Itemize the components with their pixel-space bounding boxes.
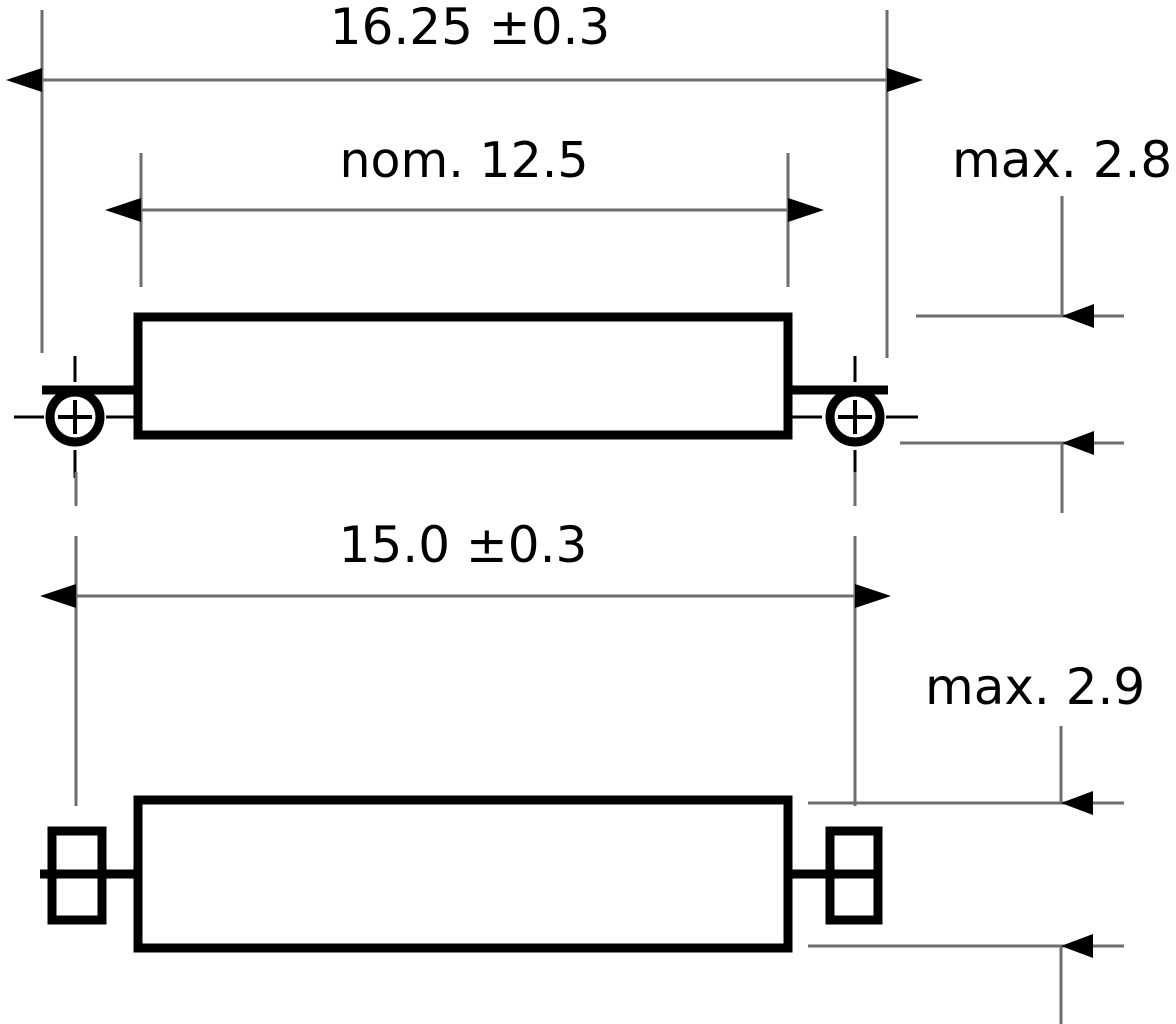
dim-lead-span: 15.0 ±0.3 [40,472,891,806]
dim-side-height-label: max. 2.9 [925,658,1145,716]
dim-lead-span-label: 15.0 ±0.3 [339,516,588,574]
top-view-group [14,312,918,478]
side-view-body-outline [133,795,793,953]
dim-nominal-length-label: nom. 12.5 [339,132,588,189]
dim-overall-length-label: 16.25 ±0.3 [330,0,610,56]
dim-top-height: max. 2.8 [900,131,1172,513]
side-view-left-terminal-rect [47,826,107,925]
side-view-group [40,795,883,953]
top-view-body-outline [133,312,793,440]
dim-overall-length: 16.25 ±0.3 [6,0,923,358]
dim-side-height: max. 2.9 [808,658,1145,1024]
dim-top-height-label: max. 2.8 [952,131,1172,189]
side-view-right-terminal-rect [825,826,883,925]
dim-nominal-length: nom. 12.5 [105,132,824,287]
